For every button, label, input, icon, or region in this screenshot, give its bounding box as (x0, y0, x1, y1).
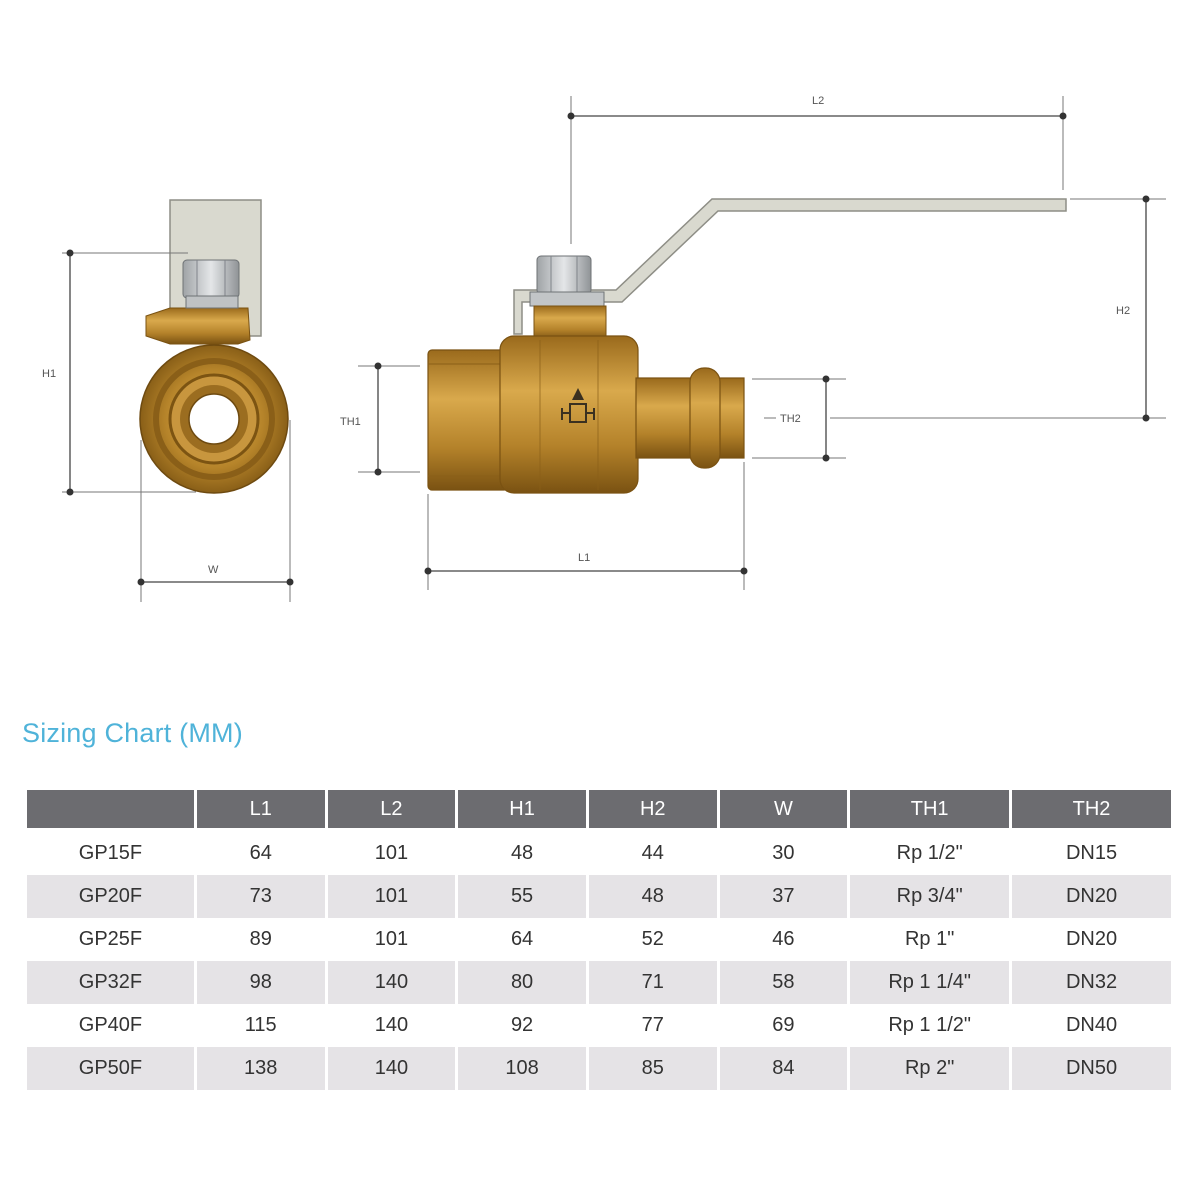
cell-model: GP15F (78, 842, 143, 864)
table-row: GP20F 73 101 55 48 37 Rp 3/4" DN20 (27, 875, 1171, 918)
lever-handle (513, 198, 1067, 335)
label-l1: L1 (578, 552, 590, 564)
cell-w: 46 (772, 928, 795, 950)
cell-w: 37 (719, 875, 848, 918)
press-fitting-bead (689, 367, 721, 469)
cell-th2: DN32 (1012, 961, 1171, 1004)
cell-th2: DN50 (1012, 1047, 1171, 1090)
table-header-row: L1 L2 H1 H2 W TH1 TH2 (27, 790, 1171, 832)
header-cell-h2: H2 (588, 790, 717, 832)
table-row: GP25F 89 101 64 52 46 Rp 1" DN20 (27, 918, 1171, 961)
cell-l1: 73 (196, 875, 325, 918)
sizing-chart-table: L1 L2 H1 H2 W TH1 TH2 GP15F 64 101 48 44… (24, 790, 1174, 1090)
cell-l2: 101 (374, 928, 409, 950)
cell-th2: DN40 (1065, 1014, 1118, 1036)
cell-th1: Rp 1" (904, 928, 955, 950)
header-cell-th2: TH2 (1012, 790, 1171, 832)
cell-model: GP32F (27, 961, 194, 1004)
valve-front-view: L2 H2 TH1 TH2 L1 (340, 95, 1166, 590)
cell-h2: 77 (641, 1014, 664, 1036)
cell-model: GP20F (27, 875, 194, 918)
label-h2: H2 (1116, 305, 1130, 317)
cell-h1: 108 (458, 1047, 586, 1090)
cell-h2: 48 (588, 875, 717, 918)
threaded-end (427, 349, 509, 491)
label-h1: H1 (42, 368, 56, 380)
header-cell-l1: L1 (196, 790, 325, 832)
cell-l1: 89 (249, 928, 272, 950)
table-row: GP40F 115 140 92 77 69 Rp 1 1/2" DN40 (27, 1004, 1171, 1047)
cell-model: GP25F (78, 928, 143, 950)
table-row: GP15F 64 101 48 44 30 Rp 1/2" DN15 (27, 832, 1171, 875)
cell-th2: DN20 (1065, 928, 1118, 950)
cell-l1: 115 (244, 1014, 277, 1036)
cell-l2: 140 (374, 1014, 409, 1036)
cell-l1: 138 (196, 1047, 325, 1090)
cell-th1: Rp 1 1/2" (888, 1014, 972, 1036)
cell-w: 58 (719, 961, 848, 1004)
cell-l1: 64 (249, 842, 272, 864)
cell-l1: 98 (196, 961, 325, 1004)
header-cell-th1: TH1 (850, 790, 1010, 832)
label-th1: TH1 (340, 416, 361, 428)
table-row: GP50F 138 140 108 85 84 Rp 2" DN50 (27, 1047, 1171, 1090)
valve-side-view: H1 W (42, 199, 294, 602)
cell-h1: 92 (510, 1014, 534, 1036)
cell-h2: 71 (588, 961, 717, 1004)
cell-h2: 52 (641, 928, 664, 950)
cell-w: 69 (772, 1014, 795, 1036)
valve-bore (188, 393, 240, 445)
stem-boss (533, 305, 607, 341)
cell-th2: DN20 (1012, 875, 1171, 918)
header-cell-h1: H1 (458, 790, 586, 832)
sizing-chart-title: Sizing Chart (MM) (22, 718, 243, 748)
cell-th1: Rp 1 1/4" (850, 961, 1010, 1004)
header-cell-l2: L2 (327, 790, 456, 832)
label-l2: L2 (812, 95, 824, 107)
cell-model: GP40F (78, 1014, 143, 1036)
cell-l2: 101 (374, 842, 409, 864)
cell-th2: DN15 (1065, 842, 1118, 864)
table-row: GP32F 98 140 80 71 58 Rp 1 1/4" DN32 (27, 961, 1171, 1004)
cell-h2: 44 (641, 842, 664, 864)
stem-nut (182, 259, 240, 299)
cell-h1: 64 (510, 928, 534, 950)
cell-l2: 140 (327, 1047, 456, 1090)
valve-dimension-diagram: H1 W (42, 95, 1166, 602)
cell-l2: 101 (327, 875, 456, 918)
cell-th1: Rp 1/2" (896, 842, 963, 864)
cell-model: GP50F (27, 1047, 194, 1090)
cell-w: 84 (719, 1047, 848, 1090)
label-w: W (208, 564, 219, 576)
stem-nut-front (536, 255, 592, 295)
stem-collar (145, 307, 251, 345)
cell-l2: 140 (327, 961, 456, 1004)
header-cell-model (27, 790, 194, 832)
cell-h1: 55 (458, 875, 586, 918)
cell-th1: Rp 2" (850, 1047, 1010, 1090)
cell-th1: Rp 3/4" (850, 875, 1010, 918)
header-cell-w: W (719, 790, 848, 832)
gas-symbol-icon (561, 388, 595, 423)
label-th2: TH2 (780, 413, 801, 425)
cell-w: 30 (772, 842, 795, 864)
cell-h1: 80 (458, 961, 586, 1004)
cell-h2: 85 (588, 1047, 717, 1090)
cell-h1: 48 (510, 842, 534, 864)
